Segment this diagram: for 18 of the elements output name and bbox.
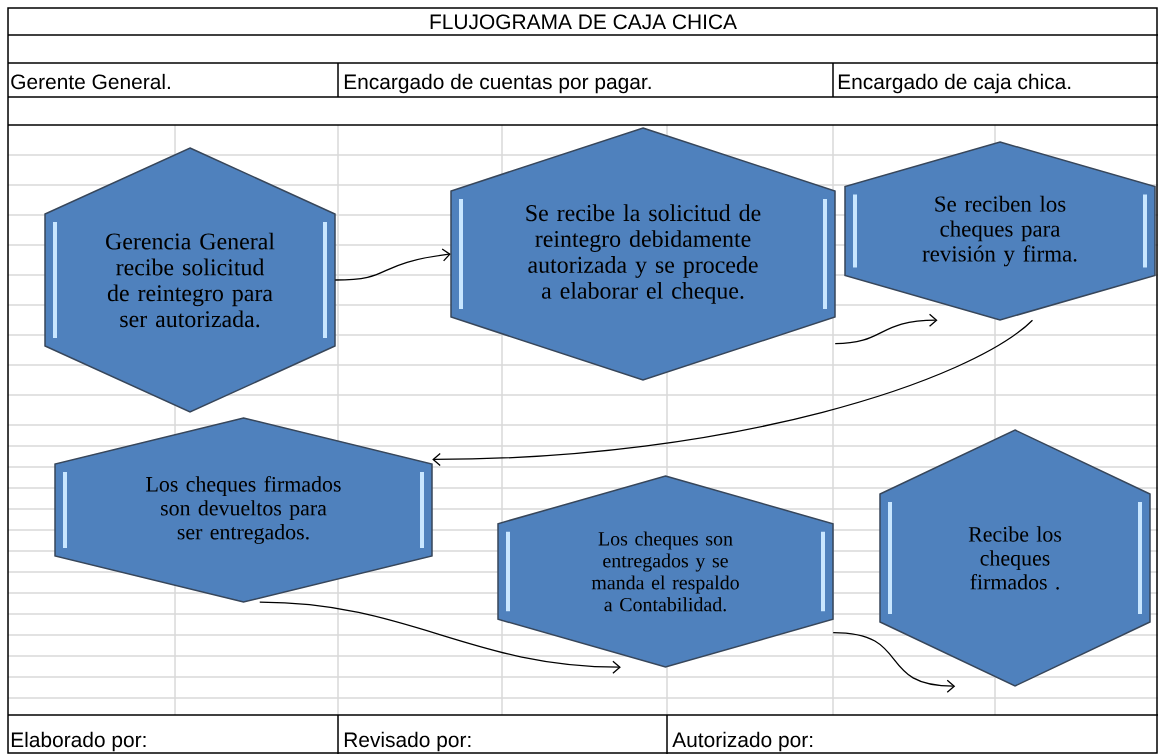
signature-field: Elaborado por:	[11, 731, 146, 752]
arrow	[334, 248, 451, 281]
hexagon: Los cheques son entregados y se manda el respaldo a Contabilidad.	[497, 475, 834, 668]
signature-field: Revisado por:	[344, 731, 471, 752]
arrow	[259, 601, 621, 674]
hexagon: Gerencia General recibe solicitud de reintegro para ser autorizada.	[44, 147, 336, 413]
hexagon: Se reciben los cheques para revisión y firma.	[844, 141, 1156, 321]
arrow	[832, 631, 956, 693]
title: FLUJOGRAMA DE CAJA CHICA	[430, 14, 737, 30]
hexagon: Se recibe la solicitud de reintegro debidamente autorizada y se procede a elaborar el cheque.	[450, 127, 836, 381]
column-header: Encargado de cuentas por pagar.	[344, 73, 651, 94]
hexagon: Recibe los cheques firmados .	[879, 429, 1151, 687]
arrow	[834, 313, 938, 345]
arrow	[432, 319, 1034, 467]
column-header: Encargado de caja chica.	[838, 73, 1071, 94]
column-header: Gerente General.	[11, 73, 170, 90]
hexagon: Los cheques firmados son devueltos para ser entregados.	[54, 417, 433, 603]
signature-field: Autorizado por:	[672, 731, 813, 752]
